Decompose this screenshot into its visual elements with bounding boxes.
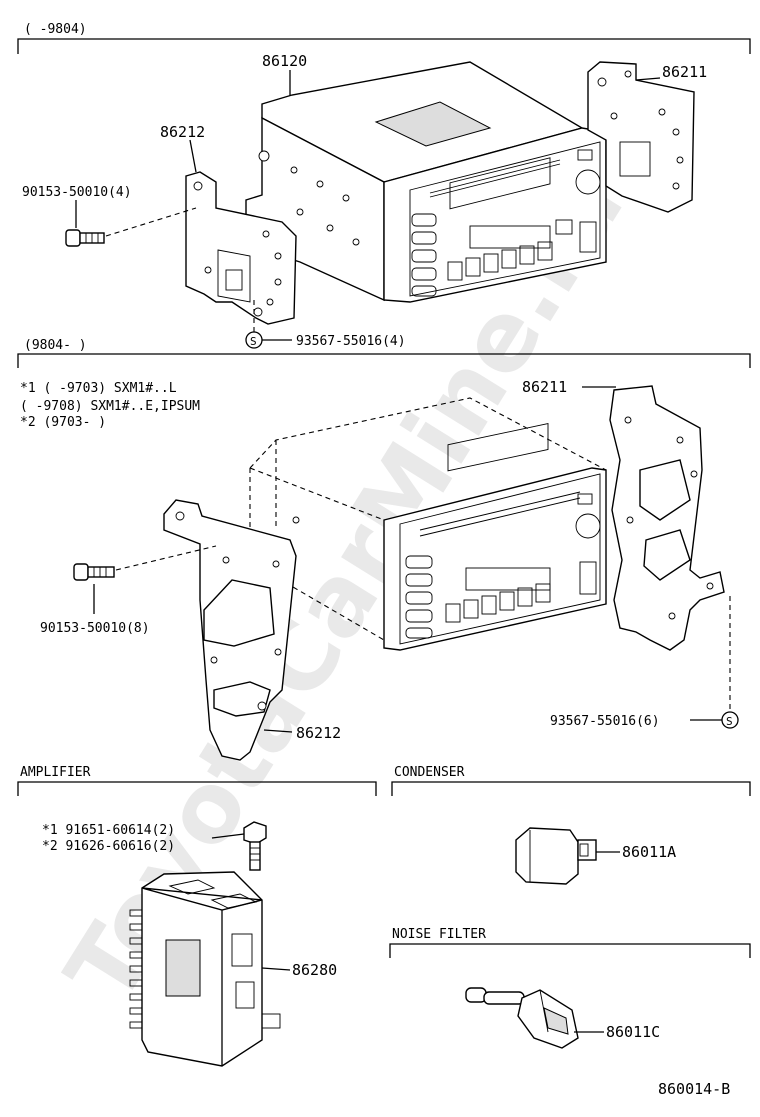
- note-3: *2 (9703- ): [20, 415, 106, 430]
- label-middle-bolt: 90153-50010(8): [40, 621, 150, 636]
- section-middle-header: (9804- ): [24, 338, 87, 353]
- section-middle-rule: [17, 353, 751, 368]
- radio-unit-top: [245, 61, 607, 303]
- bolt-top: [65, 200, 197, 247]
- label-top-bolt: 90153-50010(4): [22, 185, 132, 200]
- condenser-header: CONDENSER: [394, 765, 465, 780]
- section-top: ( -9804): [17, 22, 751, 349]
- noise-filter-rule: [389, 943, 751, 958]
- bracket-86212-middle: [163, 499, 300, 761]
- label-amplifier: 86280: [292, 961, 337, 979]
- amplifier-unit: [129, 871, 281, 1067]
- amplifier-header: AMPLIFIER: [20, 765, 91, 780]
- label-amp-bolt-1: *1 91651-60614(2): [42, 823, 175, 838]
- noise-filter-part: [465, 987, 579, 1049]
- screw-symbol-middle: S: [690, 596, 739, 729]
- radio-middle-buttons: [405, 555, 597, 639]
- radio-top-buttons: [411, 213, 597, 297]
- label-top-left-bracket: 86212: [160, 123, 205, 141]
- bracket-86211-top: [587, 61, 695, 213]
- amplifier-label-patch: [165, 939, 201, 997]
- radio-label-patch: [374, 101, 492, 147]
- screw-top-letter: S: [250, 335, 257, 348]
- leader-86280: [261, 967, 291, 971]
- amplifier-bolt: [211, 821, 267, 871]
- section-amplifier: AMPLIFIER *1 91651-60614(2) *2 91626-606…: [17, 765, 377, 1067]
- leader-86212-top: [189, 139, 197, 173]
- note-1: *1 ( -9703) SXM1#..L: [20, 381, 177, 396]
- label-middle-screw: 93567-55016(6): [550, 714, 660, 729]
- label-noise-filter: 86011C: [606, 1023, 660, 1041]
- label-condenser: 86011A: [622, 843, 676, 861]
- label-top-right-bracket: 86211: [662, 63, 707, 81]
- label-middle-right-bracket: 86211: [522, 378, 567, 396]
- screw-symbol-top: S: [245, 300, 292, 349]
- section-top-rule: [17, 38, 751, 54]
- diagram-code: 860014-B: [658, 1080, 730, 1098]
- section-condenser: CONDENSER 86011A: [391, 765, 751, 885]
- leader-86211-top: [635, 77, 661, 81]
- section-noise-filter: NOISE FILTER 86011C: [389, 927, 751, 1049]
- label-middle-left-bracket: 86212: [296, 724, 341, 742]
- label-amp-bolt-2: *2 91626-60616(2): [42, 839, 175, 854]
- section-top-header: ( -9804): [24, 22, 87, 37]
- bolt-middle: [73, 545, 217, 614]
- condenser-rule: [391, 781, 751, 796]
- label-top-screw: 93567-55016(4): [296, 334, 406, 349]
- label-top-radio: 86120: [262, 52, 307, 70]
- bracket-86211-middle: [609, 385, 725, 651]
- noise-filter-header: NOISE FILTER: [392, 927, 486, 942]
- section-middle: (9804- ) *1 ( -9703) SXM1#..L ( -9708) S…: [17, 338, 751, 761]
- screw-middle-letter: S: [726, 715, 733, 728]
- amplifier-rule: [17, 781, 377, 796]
- leader-86212-middle: [263, 729, 293, 733]
- amplifier-fins: [129, 909, 143, 1029]
- note-2: ( -9708) SXM1#..E,IPSUM: [20, 399, 200, 414]
- condenser-part: [515, 827, 597, 885]
